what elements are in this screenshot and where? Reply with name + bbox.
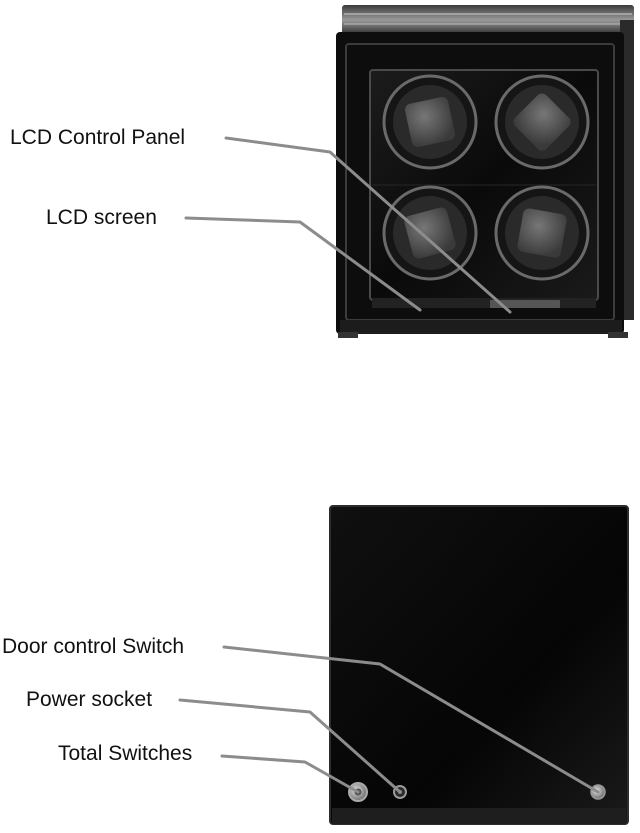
callout-power-socket: Power socket <box>26 688 153 711</box>
top-trim <box>342 5 634 35</box>
callout-lcd-control-panel: LCD Control Panel <box>10 126 186 149</box>
winder-rotor-top-left <box>382 74 478 170</box>
back-panel <box>329 505 629 825</box>
winder-rotor-top-right <box>494 74 590 170</box>
back-view-winder-box <box>329 505 629 825</box>
callout-total-switches: Total Switches <box>58 742 193 765</box>
callout-lcd-screen: LCD screen <box>46 206 157 229</box>
front-view-winder-box <box>336 5 634 338</box>
leader-total-switches <box>220 754 360 794</box>
leader-lcd-control-panel <box>224 136 512 314</box>
winder-rotor-bottom-left <box>382 185 478 281</box>
winder-rotor-bottom-right <box>494 185 590 281</box>
callout-door-control-switch: Door control Switch <box>2 635 185 658</box>
leader-power-socket <box>178 698 402 794</box>
leader-door-control-switch <box>222 645 600 794</box>
leader-lines <box>178 136 600 794</box>
leader-lcd-screen <box>184 216 422 312</box>
lcd-screen-strip <box>490 300 560 308</box>
